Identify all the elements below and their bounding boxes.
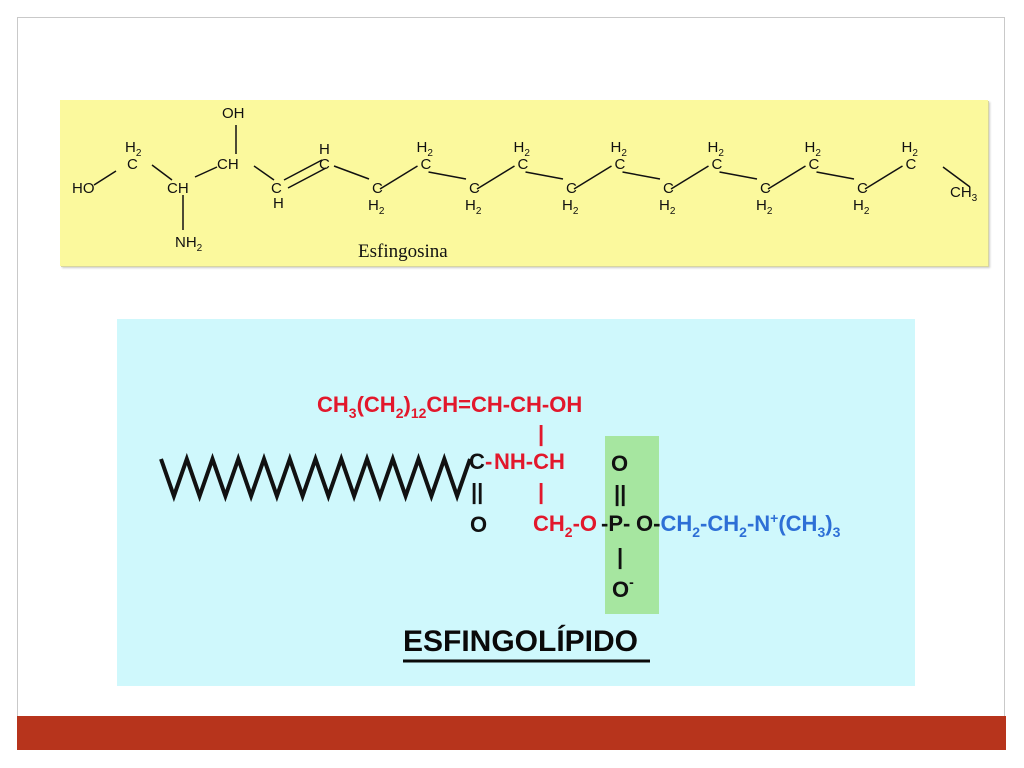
chain-bonds [333,165,903,190]
nh2-label: NH2 [175,234,203,254]
c5-label: C [319,156,330,173]
chain-carbon: C [809,156,820,173]
chain-bond [333,165,370,180]
nh-ch-text: NH-CH [494,449,565,474]
chain-bond [476,165,515,190]
carbonyl-double-bond: || [471,479,483,504]
c5-h-label: H [319,141,330,158]
vertical-bond-2: | [538,479,544,504]
sphingolipid-structure: CH3(CH2)12CH=CH-CH-OH | C - NH-CH || O |… [159,392,841,663]
ho-label: HO [72,180,95,197]
sphingolipid-title: ESFINGOLÍPIDO [403,624,638,658]
bond-c3-c4 [253,165,275,181]
slide-bottom-bar [17,716,1006,750]
phosphate-top-oxygen: O [611,451,628,476]
chain-carbon: C [663,180,674,197]
chain-bond [864,165,903,190]
bond-terminal [942,166,971,188]
c1-h-label: H2 [125,139,142,159]
vertical-bond-3: | [617,544,623,569]
chain-h2-label: H2 [417,139,434,159]
bond-ho-c1 [93,170,117,186]
carbonyl-carbon: C [469,449,485,474]
c1-label: C [127,156,138,173]
ch2-o-text: CH2-O [533,511,597,540]
bond-c1-c2 [151,164,173,181]
chain-h2-label: H2 [368,197,385,217]
sphingosine-structure: HO H2 C CH NH2 OH CH C H H C CH2CH2CH2CH… [72,105,978,262]
chain-carbon: C [421,156,432,173]
vertical-bond-1: | [538,421,544,446]
chain-h2-label: H2 [465,197,482,217]
chain-h2-label: H2 [659,197,676,217]
terminal-ch3-label: CH3 [950,184,978,204]
bond-c2-c3 [194,166,218,178]
sphingosine-caption: Esfingosina [358,241,448,262]
sphingosine-bonds [93,125,971,230]
chain-carbon: C [615,156,626,173]
choline-text: O-CH2-CH2-N+(CH3)3 [636,510,841,540]
chain-h2-label: H2 [853,197,870,217]
fatty-acid-chain [159,452,472,503]
chain-bond [573,165,612,190]
chain-bond [428,171,467,180]
chain-carbon: C [372,180,383,197]
chain-bond [767,165,806,190]
phosphate-double-bond: || [614,481,626,506]
chain-carbon: C [566,180,577,197]
chain-h2-label: H2 [611,139,628,159]
chain-carbon: C [906,156,917,173]
chain-bond [816,171,855,180]
c3-label: CH [217,156,239,173]
chain-h2-label: H2 [514,139,531,159]
chain-bond [622,171,661,180]
c2-label: CH [167,180,189,197]
carbonyl-dash: - [485,449,492,474]
chain-carbon: C [469,180,480,197]
sphingolipid-panel: CH3(CH2)12CH=CH-CH-OH | C - NH-CH || O |… [117,319,915,686]
double-bond-a [283,159,323,181]
chain-carbon: C [518,156,529,173]
chain-bond [719,171,758,180]
chain-carbon: C [760,180,771,197]
chain-carbon: C [857,180,868,197]
chain-h2-label: H2 [902,139,919,159]
c4-h-label: H [273,195,284,212]
chain-bond [379,165,418,190]
oh-label: OH [222,105,245,122]
chain-h2-label: H2 [562,197,579,217]
chain-carbon: C [712,156,723,173]
chain-h2-label: H2 [756,197,773,217]
sphingosine-chain-text: CH3(CH2)12CH=CH-CH-OH [317,392,582,421]
chain-bond [670,165,709,190]
phosphate-o-minus: O- [612,574,634,602]
chain-bond [525,171,564,180]
phosphate-highlight-box [605,436,659,614]
phosphorus: -P- [601,511,630,536]
carbonyl-oxygen: O [470,512,487,537]
chain-h2-label: H2 [805,139,822,159]
chain-h2-label: H2 [708,139,725,159]
c4-label: C [271,180,282,197]
double-bond-b [287,167,327,189]
